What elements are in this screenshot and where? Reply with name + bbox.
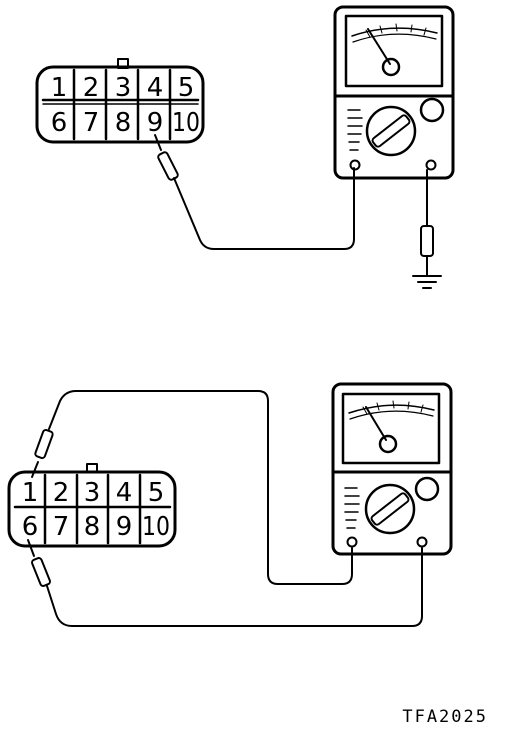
dial-pointer — [370, 492, 410, 526]
v-terminal — [425, 159, 437, 171]
probe-tip — [34, 428, 54, 460]
v-terminal — [416, 536, 428, 548]
range-selector-dial — [365, 105, 417, 157]
top-connector: 1 2 3 4 5 6 7 8 9 10 — [35, 58, 205, 144]
pin-label: 1 — [22, 478, 39, 508]
bottom-upper-probe-lead — [31, 390, 353, 585]
needle-pivot — [381, 57, 401, 77]
ground-probe-lead — [412, 169, 442, 289]
connector-body — [7, 470, 177, 548]
probe-tip — [157, 151, 179, 181]
pin-label: 6 — [22, 512, 39, 542]
bottom-multimeter — [331, 382, 453, 556]
probe-tip — [31, 557, 51, 587]
pin-label: 5 — [178, 73, 195, 103]
ground-symbol — [412, 275, 442, 289]
pin-label: 8 — [84, 512, 101, 542]
pin-label: 10 — [142, 512, 170, 542]
meter-needle — [365, 406, 387, 441]
pin-label: 8 — [115, 108, 132, 138]
top-multimeter — [333, 5, 455, 180]
connector-body — [35, 65, 205, 144]
meter-display — [341, 392, 441, 465]
probe-tip — [420, 225, 434, 257]
zero-adjust-knob — [414, 476, 440, 502]
needle-pivot — [378, 434, 398, 454]
meter-case — [331, 382, 453, 556]
com-terminal — [346, 536, 358, 548]
pin-label: 7 — [53, 512, 70, 542]
meter-case — [333, 5, 455, 180]
bottom-connector: 1 2 3 4 5 6 7 8 9 10 — [7, 463, 177, 548]
pin-label: 7 — [83, 108, 100, 138]
top-probe-lead — [154, 134, 355, 250]
figure-code: TFA2025 — [402, 707, 488, 727]
pin-label: 2 — [83, 73, 100, 103]
pin-label: 4 — [116, 478, 133, 508]
pin-label: 5 — [148, 478, 165, 508]
meter-display — [344, 14, 444, 88]
pin-label: 3 — [115, 73, 132, 103]
dial-pointer — [371, 114, 411, 148]
com-terminal — [349, 159, 361, 171]
pin-label: 4 — [147, 73, 164, 103]
pin-label: 9 — [147, 108, 164, 138]
bottom-lower-probe-lead — [27, 539, 423, 627]
pin-label: 10 — [172, 108, 200, 138]
meter-needle — [367, 28, 391, 65]
pin-label: 1 — [51, 73, 68, 103]
pin-label: 6 — [51, 108, 68, 138]
pin-label: 9 — [116, 512, 133, 542]
zero-adjust-knob — [419, 97, 445, 123]
range-selector-dial — [364, 483, 416, 535]
pin-label: 3 — [84, 478, 101, 508]
pin-label: 2 — [53, 478, 70, 508]
